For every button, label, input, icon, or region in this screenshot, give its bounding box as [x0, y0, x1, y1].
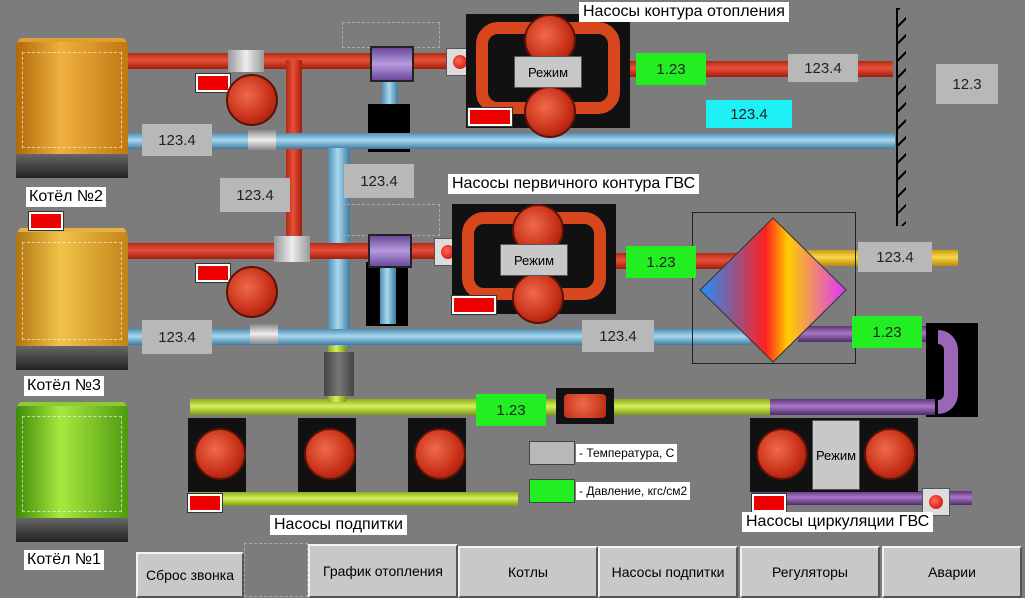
dhw-circ-pump-1[interactable] [752, 424, 808, 482]
valve-blue-drop-mid [380, 258, 396, 324]
makeup-pressure: 1.23 [476, 394, 546, 426]
outdoor-temp: 12.3 [936, 64, 998, 104]
dhw-circ-bend-pipe [938, 330, 958, 414]
dhw-primary-pump-alarm [452, 296, 496, 314]
return-pipe-top-overlay [368, 133, 410, 149]
makeup-pump-1[interactable] [190, 424, 246, 482]
three-way-valve-mid[interactable] [368, 234, 412, 268]
riser-red-top [286, 60, 302, 250]
makeup-pump-2[interactable] [300, 424, 356, 482]
heat-exchanger-frame [692, 212, 856, 364]
heating-pumps-title: Насосы контура отопления [579, 2, 789, 22]
reset-bell-button[interactable]: Сброс звонка [136, 552, 244, 598]
heating-out-temp: 123.4 [788, 54, 858, 82]
boiler-2-pump-alarm [196, 74, 230, 92]
boiler-2-supply-tee [228, 50, 264, 72]
boiler-1-tank[interactable] [16, 402, 128, 542]
dhw-primary-pump-2[interactable] [508, 268, 564, 326]
legend-temperature-swatch [529, 441, 575, 465]
dhw-circ-mode-button[interactable]: Режим [812, 420, 860, 490]
primary-dhw-pumps-title: Насосы первичного контура ГВС [448, 174, 700, 194]
boiler-3-return-temp: 123.4 [142, 320, 212, 354]
makeup-tee [324, 352, 354, 396]
dhw-circ-pump-alarm [752, 494, 786, 512]
boilers-button[interactable]: Котлы [458, 546, 598, 598]
dhw-circ-pump-line [752, 491, 972, 505]
dhw-circ-pumps-title: Насосы циркуляции ГВС [742, 512, 934, 532]
legend-pressure-swatch [529, 479, 575, 503]
dhw-primary-pressure: 1.23 [626, 246, 696, 278]
alarms-button[interactable]: Аварии [882, 546, 1022, 598]
boiler-3-pump-alarm [196, 264, 230, 282]
riser-left-temp: 123.4 [220, 178, 290, 212]
dhw-return-mid-temp: 123.4 [582, 320, 654, 352]
heating-out-pressure: 1.23 [636, 53, 706, 85]
dhw-primary-mode-button[interactable]: Режим [500, 244, 568, 276]
boiler-3-pump-tee [250, 324, 278, 344]
boiler-3-pump[interactable] [222, 262, 278, 320]
dhw-hot-out-temp: 123.4 [858, 242, 932, 272]
boiler-2-tank[interactable] [16, 38, 128, 178]
heating-pump-2[interactable] [520, 82, 576, 140]
riser-center-temp: 123.4 [344, 164, 414, 198]
legend-temperature-label: - Температура, С [576, 444, 678, 462]
boiler-2-pump-tee [248, 130, 276, 150]
boiler-3-supply-tee [274, 236, 310, 262]
makeup-pump-line [190, 492, 518, 506]
heating-schedule-button[interactable]: График отопления [308, 544, 458, 598]
heating-return-temp: 123.4 [706, 100, 792, 128]
boiler-2-pump[interactable] [222, 70, 278, 128]
outdoor-wall [896, 8, 906, 226]
heat-exchanger-diamond [699, 217, 847, 363]
makeup-pumps-button[interactable]: Насосы подпитки [598, 546, 738, 598]
boiler-3-label: Котёл №3 [24, 376, 104, 396]
boiler-2-return-temp: 123.4 [142, 124, 212, 156]
return-pipe-lower [125, 329, 750, 345]
makeup-pump-alarm [188, 494, 222, 512]
boiler-1-label: Котёл №1 [24, 550, 104, 570]
boiler-2-alarm [29, 212, 63, 230]
valve-mid-frame [342, 204, 440, 236]
dhw-circ-valve-button[interactable] [922, 488, 950, 516]
makeup-control-valve-body [564, 394, 606, 418]
regulators-button[interactable]: Регуляторы [740, 546, 880, 598]
boiler-3-tank[interactable] [16, 228, 128, 370]
dhw-circ-pressure: 1.23 [852, 316, 922, 348]
return-pipe-top [125, 133, 895, 149]
makeup-pumps-title: Насосы подпитки [270, 515, 407, 535]
makeup-pump-3[interactable] [410, 424, 466, 482]
dhw-circ-pump-2[interactable] [860, 424, 916, 482]
dhw-circ-pipe-lower [765, 399, 935, 415]
heating-pump-alarm [468, 108, 512, 126]
nav-placeholder [244, 543, 308, 597]
heating-mode-button[interactable]: Режим [514, 56, 582, 88]
legend-pressure-label: - Давление, кгс/см2 [576, 482, 691, 500]
three-way-valve-top[interactable] [370, 46, 414, 82]
boiler-2-label: Котёл №2 [26, 187, 106, 207]
valve-top-frame [342, 22, 440, 48]
